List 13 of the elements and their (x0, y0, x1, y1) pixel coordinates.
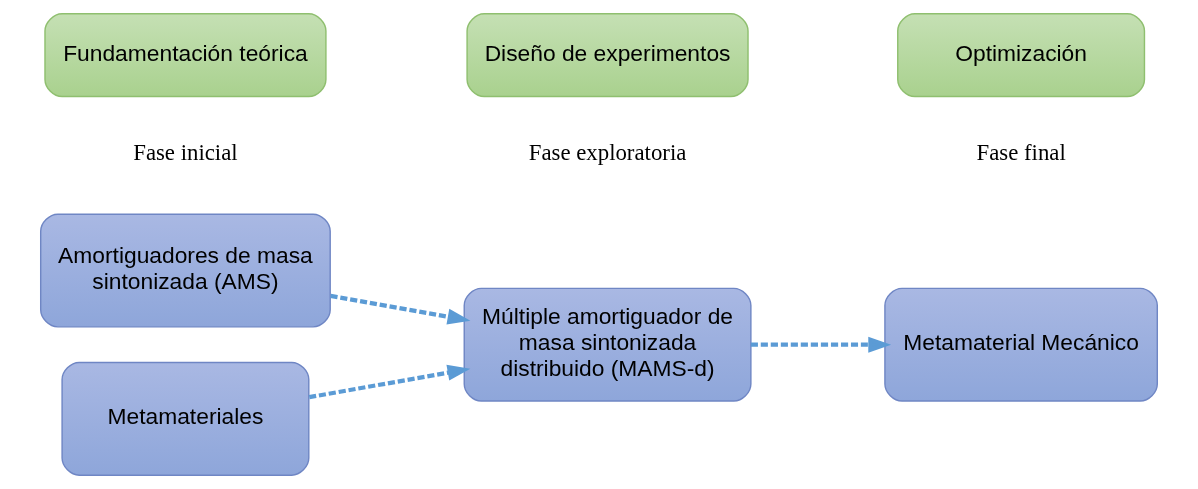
node-box: Optimización (897, 13, 1146, 98)
node-box: Metamaterial Mecánico (884, 287, 1158, 402)
node-box: Múltiple amortiguador de masa sintonizada distribuido (MAMS-d) (463, 287, 752, 402)
node-box: Metamateriales (61, 361, 310, 476)
node-label: Fase final (976, 140, 1066, 166)
arrow (330, 293, 471, 325)
node-label: Fase inicial (133, 140, 238, 166)
node-box: Amortiguadores de masa sintonizada (AMS) (40, 213, 331, 328)
arrow (750, 336, 892, 353)
node-box: Diseño de experimentos (466, 13, 749, 98)
node-box: Fundamentación teórica (44, 13, 327, 98)
arrow (308, 364, 471, 400)
node-label: Fase exploratoria (528, 140, 687, 166)
